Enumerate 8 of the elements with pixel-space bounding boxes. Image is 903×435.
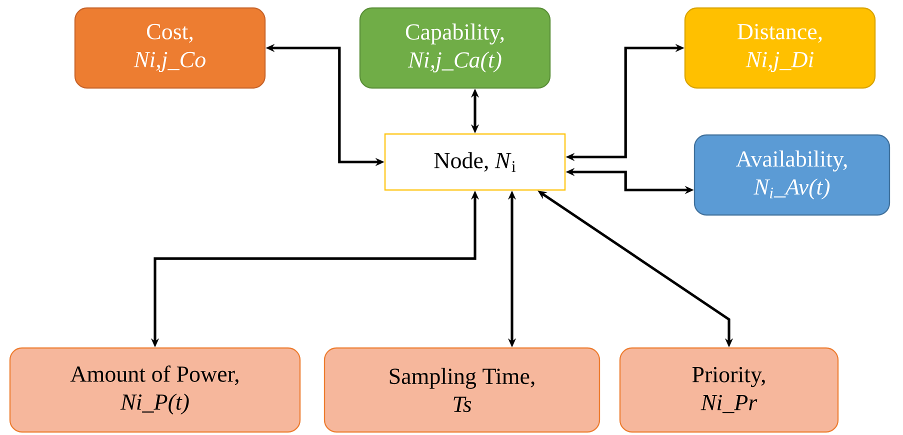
parameter-box: Amount of Power, Ni_P(t) [9,347,301,433]
parameter-box: Priority, Ni_Pr [619,347,839,433]
category-box: Distance, Ni,j_Di [684,7,876,89]
category-box: Capability, Ni,j_Ca(t) [359,7,551,89]
category-box: Availability, N$_{i}$_Av(t) [694,134,890,216]
parameter-box: Sampling Time, Ts [324,347,600,433]
category-box: Cost, Ni,j_Co [74,7,266,89]
node-box: Node, N$_{i}$ [384,133,566,191]
